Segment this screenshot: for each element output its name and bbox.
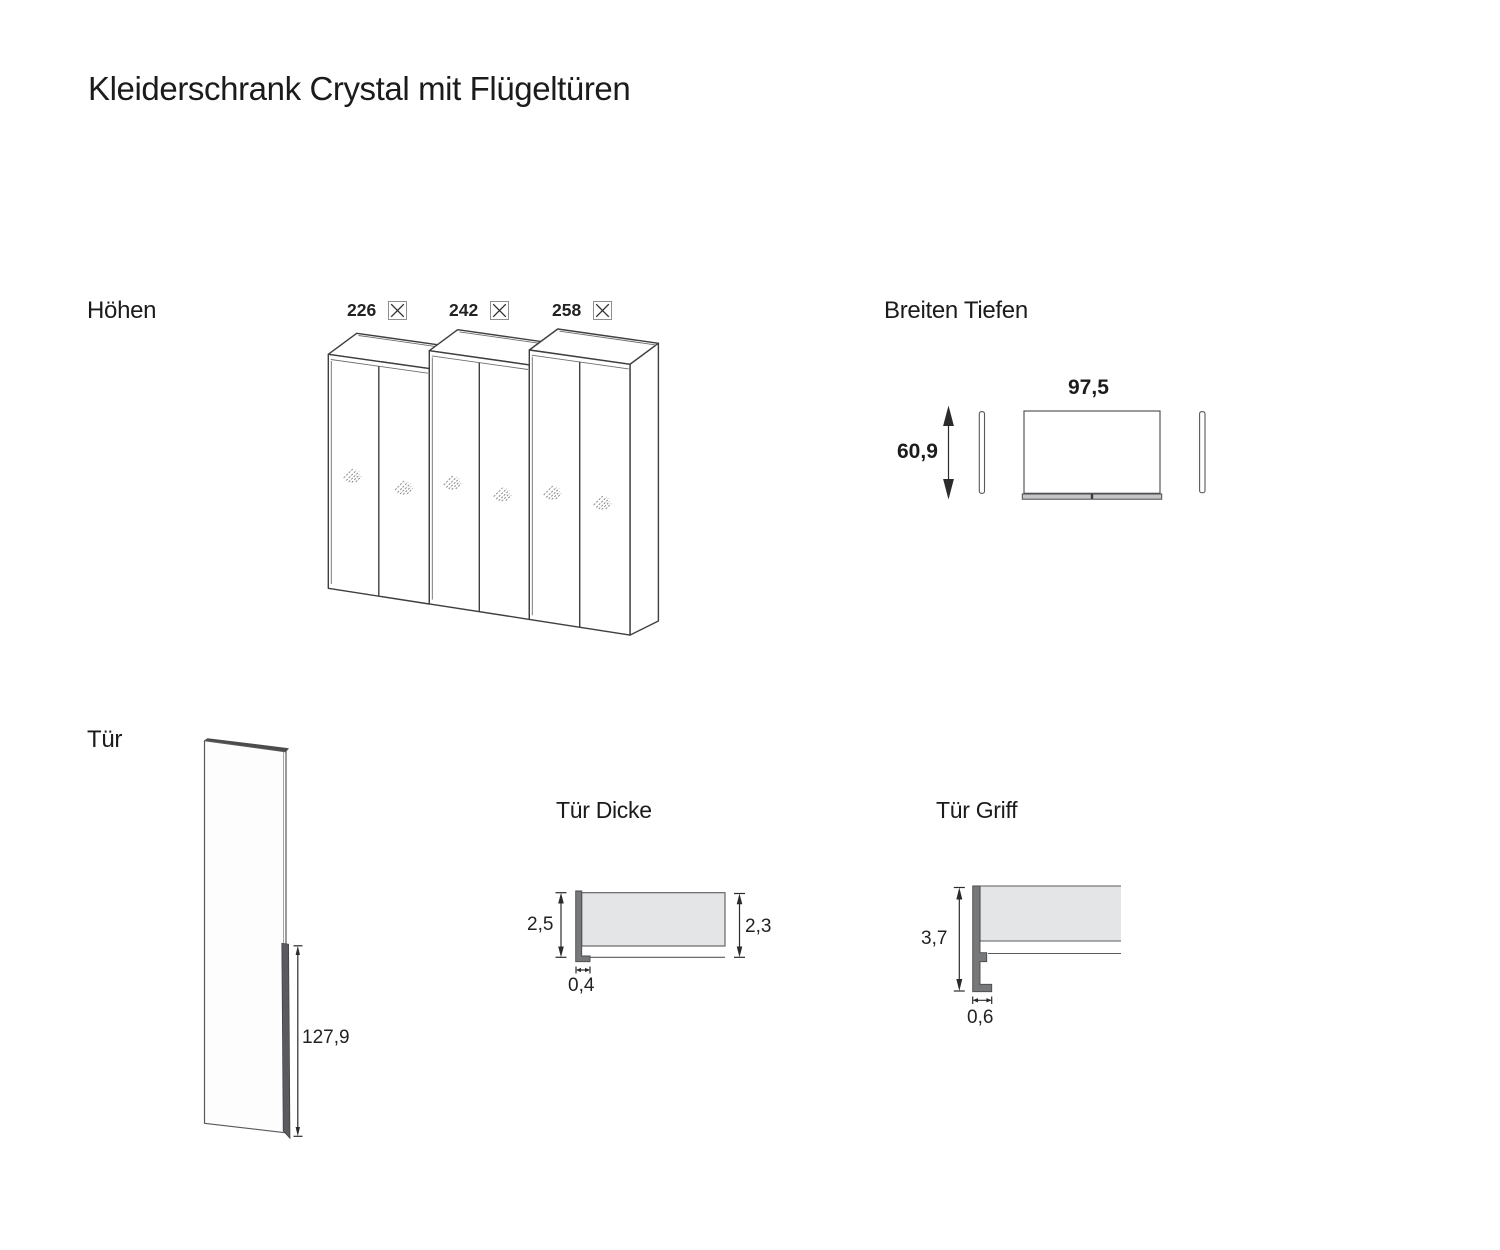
total-thickness-value: 2,5	[527, 914, 554, 935]
page-title: Kleiderschrank Crystal mit Flügeltüren	[88, 70, 631, 107]
door-drawing	[203, 738, 303, 1140]
door-handle-strip	[281, 942, 291, 1140]
handle-profile-section	[972, 885, 993, 993]
handle-width-dimension	[972, 996, 993, 1004]
x-mark-icon	[595, 303, 610, 318]
x-mark-icon	[492, 303, 507, 318]
height-checkbox[interactable]	[388, 301, 408, 320]
heights-section-label: Höhen	[87, 297, 157, 324]
side-panel-right	[1199, 411, 1206, 494]
carcass-top-view	[1023, 410, 1161, 494]
door-top-edge	[204, 738, 289, 752]
door-section-label: Tür	[87, 726, 123, 753]
door-panel-section	[980, 886, 1121, 941]
depth-arrow	[943, 405, 954, 500]
total-thickness-dimension	[555, 892, 567, 958]
door-handle-label: Tür Griff	[936, 797, 1018, 823]
door-handle-drawing	[953, 885, 1121, 1004]
height-value: 226	[347, 300, 377, 320]
height-checkbox[interactable]	[490, 301, 510, 320]
door-face	[203, 740, 287, 1134]
section-side-face	[629, 342, 660, 636]
profile-width-value: 0,4	[568, 975, 595, 996]
height-value: 258	[552, 300, 582, 320]
wardrobe-section-258	[528, 328, 660, 636]
handle-tick	[1090, 494, 1094, 499]
width-dimension: 97,5	[1068, 376, 1109, 399]
handle-width-value: 0,6	[967, 1007, 994, 1028]
wardrobe-section-226	[327, 332, 459, 605]
profile-width-dimension	[575, 966, 591, 974]
handle-height-value: 3,7	[921, 928, 948, 949]
wardrobe-drawing	[327, 328, 660, 636]
door-thickness-label: Tür Dicke	[556, 797, 652, 823]
handle-height-dimension	[953, 886, 965, 992]
widths-depths-section-label: Breiten Tiefen	[884, 297, 1028, 324]
height-option-242: 242	[449, 300, 510, 321]
x-mark-icon	[390, 303, 405, 318]
handle-length-value: 127,9	[302, 1027, 350, 1048]
depth-dimension: 60,9	[897, 440, 938, 463]
door-thickness-drawing	[555, 890, 745, 974]
height-option-258: 258	[552, 300, 613, 321]
side-panel-left	[978, 411, 986, 494]
handle-profile-section	[575, 890, 591, 963]
panel-thickness-value: 2,3	[745, 916, 772, 937]
top-view-drawing	[943, 405, 1206, 500]
height-option-226: 226	[347, 300, 408, 321]
handle-length-dimension	[293, 945, 303, 1137]
height-value: 242	[449, 300, 479, 320]
panel-thickness-dimension	[734, 892, 745, 958]
door-panel-section	[581, 892, 726, 947]
height-checkbox[interactable]	[593, 301, 613, 320]
